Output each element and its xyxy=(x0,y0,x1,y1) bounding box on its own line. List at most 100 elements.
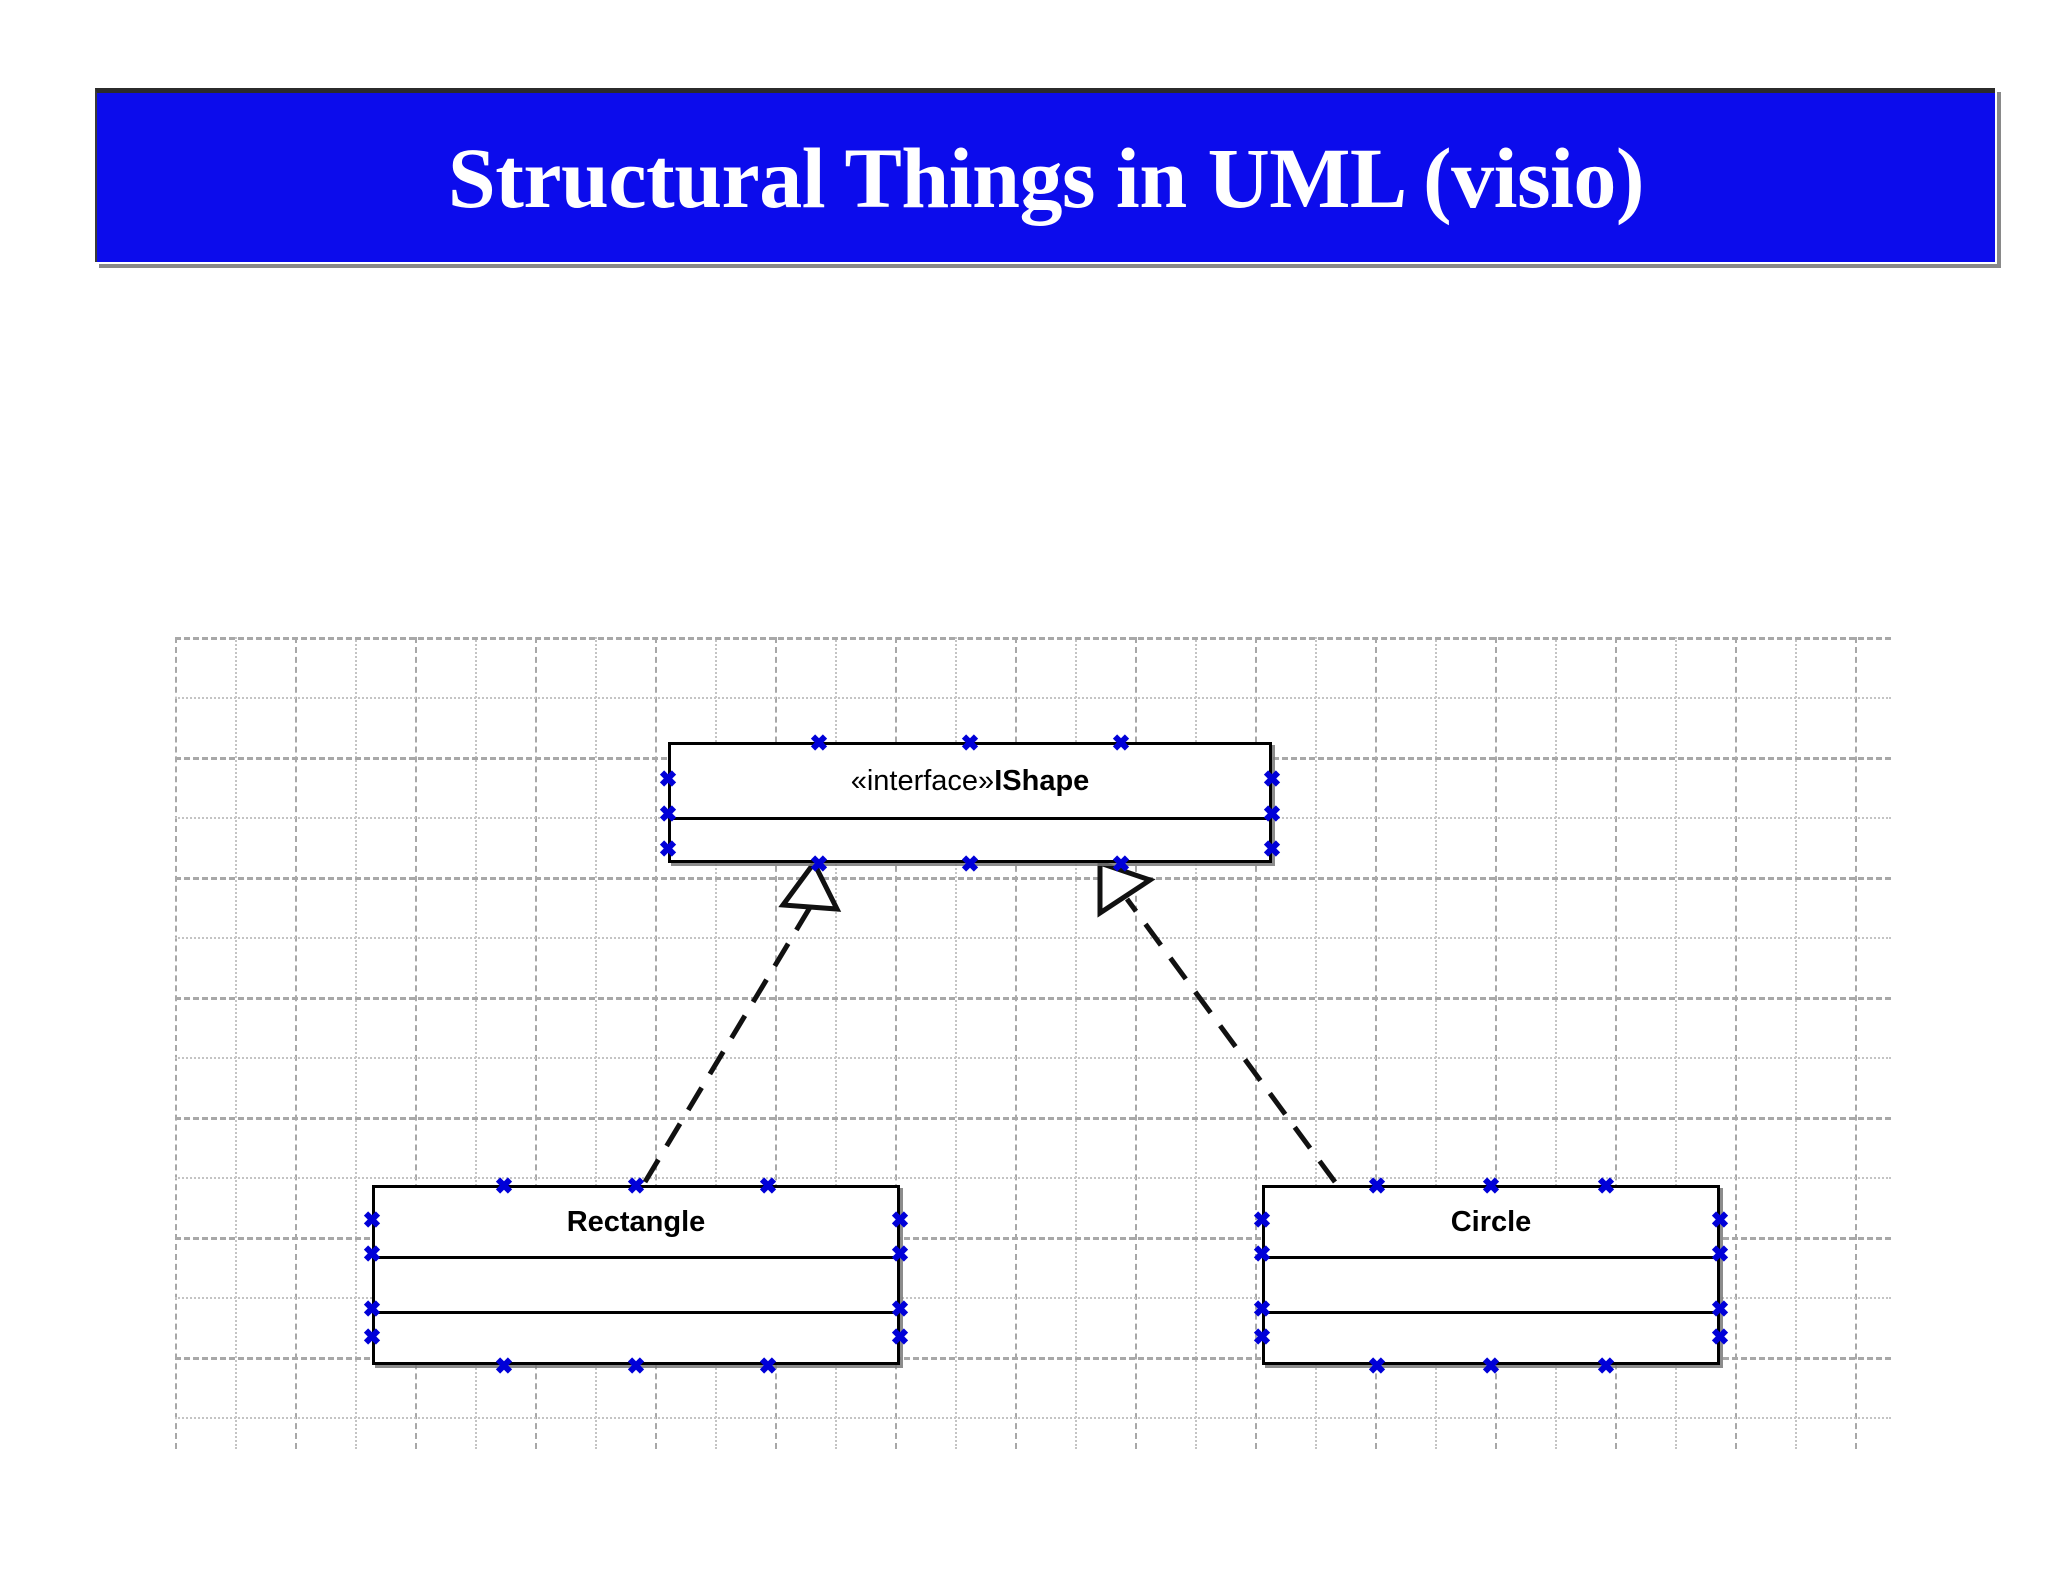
selection-handle[interactable] xyxy=(1368,1357,1385,1374)
grid-line-vertical xyxy=(355,637,357,1449)
selection-handle[interactable] xyxy=(364,1300,381,1317)
selection-handle[interactable] xyxy=(892,1211,909,1228)
selection-handle[interactable] xyxy=(1254,1245,1271,1262)
selection-handle[interactable] xyxy=(1264,840,1281,857)
selection-handle[interactable] xyxy=(1712,1245,1729,1262)
uml-class-ishape[interactable]: «interface»IShape xyxy=(668,742,1272,863)
visio-drawing-canvas[interactable]: «interface»IShape Rectangle Circle xyxy=(175,637,1891,1449)
uml-class-rectangle-name-compartment: Rectangle xyxy=(375,1188,897,1256)
uml-class-rectangle[interactable]: Rectangle xyxy=(372,1185,900,1365)
uml-class-rectangle-classname: Rectangle xyxy=(566,1205,706,1238)
grid-line-vertical xyxy=(955,637,957,1449)
grid-line-horizontal xyxy=(175,1237,1891,1240)
selection-handle[interactable] xyxy=(811,855,828,872)
selection-handle[interactable] xyxy=(760,1177,777,1194)
grid-line-vertical xyxy=(1495,637,1497,1449)
grid-line-vertical xyxy=(1015,637,1017,1449)
selection-handle[interactable] xyxy=(1483,1177,1500,1194)
selection-handle[interactable] xyxy=(1254,1328,1271,1345)
selection-handle[interactable] xyxy=(496,1177,513,1194)
selection-handle[interactable] xyxy=(892,1300,909,1317)
selection-handle[interactable] xyxy=(1254,1300,1271,1317)
uml-connectors xyxy=(642,858,1338,1184)
uml-class-circle[interactable]: Circle xyxy=(1262,1185,1720,1365)
grid-line-horizontal xyxy=(175,697,1891,699)
selection-handle[interactable] xyxy=(628,1177,645,1194)
grid-line-horizontal xyxy=(175,997,1891,1000)
selection-handle[interactable] xyxy=(496,1357,513,1374)
selection-handle[interactable] xyxy=(1264,770,1281,787)
grid-line-vertical xyxy=(835,637,837,1449)
grid-line-horizontal xyxy=(175,1177,1891,1179)
selection-handle[interactable] xyxy=(364,1328,381,1345)
grid-line-horizontal xyxy=(175,1057,1891,1059)
grid-line-horizontal xyxy=(175,937,1891,939)
selection-handle[interactable] xyxy=(1254,1211,1271,1228)
slide-title-banner: Structural Things in UML (visio) xyxy=(95,88,1995,262)
selection-handle[interactable] xyxy=(364,1245,381,1262)
grid-line-vertical xyxy=(1255,637,1257,1449)
selection-handle[interactable] xyxy=(628,1357,645,1374)
uml-class-rectangle-attributes-compartment xyxy=(375,1256,897,1311)
selection-handle[interactable] xyxy=(660,840,677,857)
grid-line-horizontal xyxy=(175,1357,1891,1360)
uml-class-circle-operations-compartment xyxy=(1265,1311,1717,1368)
uml-class-ishape-members-compartment xyxy=(671,817,1269,866)
uml-class-ishape-title: «interface»IShape xyxy=(671,765,1269,798)
grid-line-vertical xyxy=(1315,637,1317,1449)
uml-class-rectangle-title: Rectangle xyxy=(375,1206,897,1239)
grid-line-vertical xyxy=(775,637,777,1449)
selection-handle[interactable] xyxy=(1712,1211,1729,1228)
selection-handle[interactable] xyxy=(660,770,677,787)
grid-line-vertical xyxy=(235,637,237,1449)
selection-handle[interactable] xyxy=(364,1211,381,1228)
grid-line-horizontal xyxy=(175,877,1891,880)
selection-handle[interactable] xyxy=(892,1328,909,1345)
uml-class-circle-name-compartment: Circle xyxy=(1265,1188,1717,1256)
realization-rectangle-to-ishape xyxy=(642,858,842,1184)
grid-line-vertical xyxy=(1075,637,1077,1449)
grid-line-vertical xyxy=(415,637,417,1449)
grid-line-vertical xyxy=(895,637,897,1449)
selection-handle[interactable] xyxy=(1712,1300,1729,1317)
selection-handle[interactable] xyxy=(1597,1177,1614,1194)
selection-handle[interactable] xyxy=(1597,1357,1614,1374)
grid-line-horizontal xyxy=(175,1117,1891,1120)
grid-line-vertical xyxy=(1855,637,1857,1449)
uml-class-ishape-stereotype: «interface» xyxy=(850,764,995,797)
grid-line-vertical xyxy=(1735,637,1737,1449)
uml-class-ishape-name-compartment: «interface»IShape xyxy=(671,745,1269,817)
selection-handle[interactable] xyxy=(1368,1177,1385,1194)
grid-line-vertical xyxy=(715,637,717,1449)
selection-handle[interactable] xyxy=(1483,1357,1500,1374)
grid-line-vertical xyxy=(1615,637,1617,1449)
grid-line-vertical xyxy=(1555,637,1557,1449)
grid-line-vertical xyxy=(295,637,297,1449)
grid-line-vertical xyxy=(1135,637,1137,1449)
selection-handle[interactable] xyxy=(811,734,828,751)
selection-handle[interactable] xyxy=(1113,855,1130,872)
grid-line-vertical xyxy=(175,637,177,1449)
page-title: Structural Things in UML (visio) xyxy=(447,129,1645,226)
grid-line-vertical xyxy=(475,637,477,1449)
selection-handle[interactable] xyxy=(962,855,979,872)
grid-line-horizontal xyxy=(175,637,1891,640)
grid-line-vertical xyxy=(535,637,537,1449)
grid-line-vertical xyxy=(1675,637,1677,1449)
uml-class-ishape-classname: IShape xyxy=(994,764,1090,797)
selection-handle[interactable] xyxy=(660,805,677,822)
grid-line-horizontal xyxy=(175,1417,1891,1419)
realization-circle-to-ishape xyxy=(1097,859,1338,1184)
selection-handle[interactable] xyxy=(1712,1328,1729,1345)
selection-handle[interactable] xyxy=(962,734,979,751)
uml-class-circle-attributes-compartment xyxy=(1265,1256,1717,1311)
selection-handle[interactable] xyxy=(892,1245,909,1262)
grid-line-vertical xyxy=(1435,637,1437,1449)
grid-line-vertical xyxy=(1795,637,1797,1449)
selection-handle[interactable] xyxy=(1264,805,1281,822)
uml-class-circle-title: Circle xyxy=(1265,1206,1717,1239)
grid-line-vertical xyxy=(595,637,597,1449)
uml-class-rectangle-operations-compartment xyxy=(375,1311,897,1368)
selection-handle[interactable] xyxy=(1113,734,1130,751)
selection-handle[interactable] xyxy=(760,1357,777,1374)
